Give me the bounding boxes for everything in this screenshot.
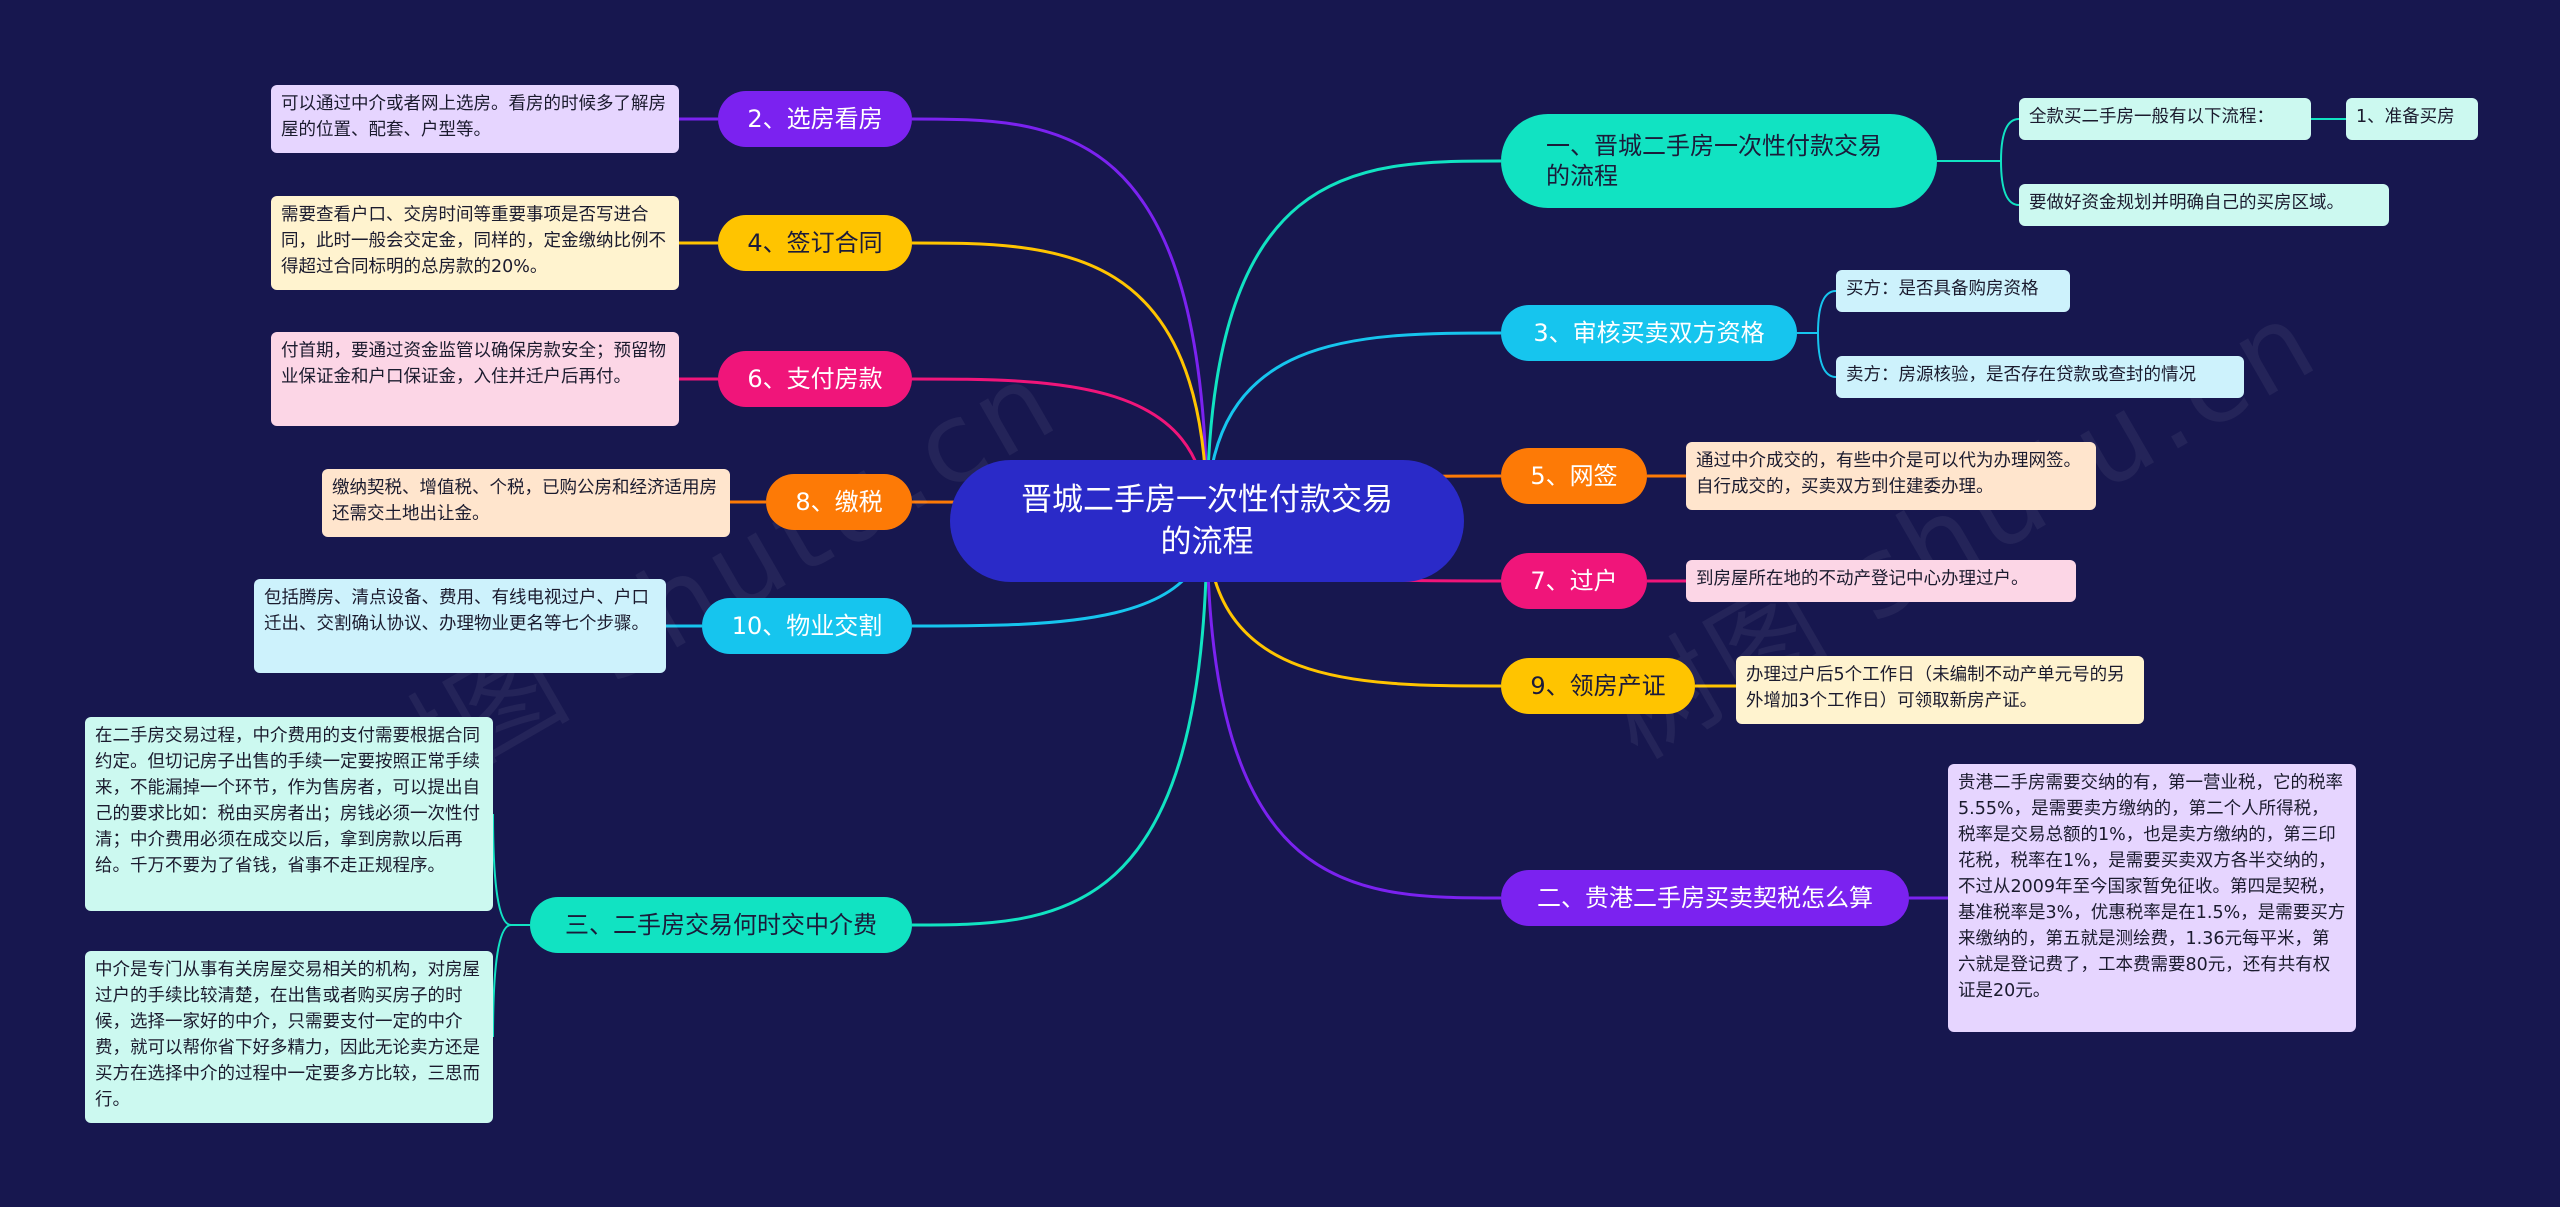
note-tax: 缴纳契税、增值税、个税，已购公房和经济适用房还需交土地出让金。 bbox=[322, 469, 730, 537]
note-pay: 付首期，要通过资金监管以确保房款安全；预留物业保证金和户口保证金，入住并迁户后再… bbox=[271, 332, 679, 426]
note-guigang-tax: 贵港二手房需要交纳的有，第一营业税，它的税率5.55%，是需要卖方缴纳的，第二个… bbox=[1948, 764, 2356, 1032]
branch-label: 二、贵港二手房买卖契税怎么算 bbox=[1537, 884, 1873, 912]
branch-label: 三、二手房交易何时交中介费 bbox=[565, 911, 877, 939]
note-certificate: 办理过户后5个工作日（未编制不动产单元号的另外增加3个工作日）可领取新房产证。 bbox=[1736, 656, 2144, 724]
note-agency-fee-1: 在二手房交易过程，中介费用的支付需要根据合同约定。但切记房子出售的手续一定要按照… bbox=[85, 717, 493, 911]
note-process-plan: 要做好资金规划并明确自己的买房区域。 bbox=[2019, 184, 2389, 226]
branch-6-pay[interactable]: 6、支付房款 bbox=[718, 351, 912, 407]
branch-10-handover[interactable]: 10、物业交割 bbox=[702, 598, 912, 654]
note-online-sign: 通过中介成交的，有些中介是可以代为办理网签。自行成交的，买卖双方到住建委办理。 bbox=[1686, 442, 2096, 510]
note-text: 包括腾房、清点设备、费用、有线电视过户、户口迁出、交割确认协议、办理物业更名等七… bbox=[264, 588, 649, 634]
note-text: 中介是专门从事有关房屋交易相关的机构，对房屋过户的手续比较清楚，在出售或者购买房… bbox=[95, 960, 480, 1110]
branch-label: 9、领房产证 bbox=[1530, 672, 1666, 700]
branch-link bbox=[1205, 159, 1502, 522]
branch-label: 2、选房看房 bbox=[747, 105, 883, 133]
branch-3-verify[interactable]: 3、审核买卖双方资格 bbox=[1501, 305, 1797, 361]
note-agency-fee-2: 中介是专门从事有关房屋交易相关的机构，对房屋过户的手续比较清楚，在出售或者购买房… bbox=[85, 951, 493, 1123]
branch-label: 7、过户 bbox=[1530, 567, 1618, 595]
note-seller: 卖方：房源核验，是否存在贷款或查封的情况 bbox=[1836, 356, 2244, 398]
branch-7-transfer[interactable]: 7、过户 bbox=[1501, 553, 1647, 609]
note-text: 需要查看户口、交房时间等重要事项是否写进合同，此时一般会交定金，同样的，定金缴纳… bbox=[281, 205, 666, 277]
note-text: 办理过户后5个工作日（未编制不动产单元号的另外增加3个工作日）可领取新房产证。 bbox=[1746, 665, 2125, 711]
note-text: 要做好资金规划并明确自己的买房区域。 bbox=[2029, 193, 2344, 213]
note-sign-contract: 需要查看户口、交房时间等重要事项是否写进合同，此时一般会交定金，同样的，定金缴纳… bbox=[271, 196, 679, 290]
note-text: 到房屋所在地的不动产登记中心办理过户。 bbox=[1696, 569, 2029, 589]
branch-link bbox=[911, 241, 1209, 522]
branch-label: 4、签订合同 bbox=[747, 229, 883, 257]
note-link bbox=[1937, 160, 2020, 206]
branch-label: 8、缴税 bbox=[795, 488, 883, 516]
note-text: 在二手房交易过程，中介费用的支付需要根据合同约定。但切记房子出售的手续一定要按照… bbox=[95, 726, 480, 876]
note-link bbox=[492, 924, 530, 1038]
branch-link bbox=[911, 520, 1209, 927]
note-link bbox=[1937, 118, 2020, 162]
branch-4-sign-contract[interactable]: 4、签订合同 bbox=[718, 215, 912, 271]
branch-label: 一、晋城二手房一次性付款交易的流程 bbox=[1546, 132, 1882, 190]
root-topic[interactable]: 晋城二手房一次性付款交易的流程 bbox=[950, 460, 1464, 582]
branch-label: 10、物业交割 bbox=[731, 612, 883, 640]
branch-9-certificate[interactable]: 9、领房产证 bbox=[1501, 658, 1695, 714]
note-handover: 包括腾房、清点设备、费用、有线电视过户、户口迁出、交割确认协议、办理物业更名等七… bbox=[254, 579, 666, 673]
note-text: 付首期，要通过资金监管以确保房款安全；预留物业保证金和户口保证金，入住并迁户后再… bbox=[281, 341, 666, 387]
note-link bbox=[1797, 290, 1837, 334]
note-link bbox=[1797, 332, 1837, 378]
note-text: 买方：是否具备购房资格 bbox=[1846, 279, 2039, 299]
branch-label: 5、网签 bbox=[1530, 462, 1618, 490]
branch-5-online-sign[interactable]: 5、网签 bbox=[1501, 448, 1647, 504]
note-text: 1、准备买房 bbox=[2356, 107, 2455, 127]
note-text: 贵港二手房需要交纳的有，第一营业税，它的税率5.55%，是需要卖方缴纳的，第二个… bbox=[1958, 773, 2346, 1001]
sub-prepare-buy: 1、准备买房 bbox=[2346, 98, 2478, 140]
note-process-intro: 全款买二手房一般有以下流程： bbox=[2019, 98, 2311, 140]
note-text: 通过中介成交的，有些中介是可以代为办理网签。自行成交的，买卖双方到住建委办理。 bbox=[1696, 451, 2081, 497]
branch-label: 6、支付房款 bbox=[747, 365, 883, 393]
branch-link bbox=[911, 117, 1209, 522]
note-select-house: 可以通过中介或者网上选房。看房的时候多了解房屋的位置、配套、户型等。 bbox=[271, 85, 679, 153]
branch-guigang-tax[interactable]: 二、贵港二手房买卖契税怎么算 bbox=[1501, 870, 1909, 926]
note-text: 全款买二手房一般有以下流程： bbox=[2029, 107, 2274, 127]
branch-agency-fee[interactable]: 三、二手房交易何时交中介费 bbox=[530, 897, 912, 953]
branch-link bbox=[1205, 331, 1502, 522]
branch-link bbox=[1205, 520, 1502, 900]
note-transfer: 到房屋所在地的不动产登记中心办理过户。 bbox=[1686, 560, 2076, 602]
branch-1-process[interactable]: 一、晋城二手房一次性付款交易的流程 bbox=[1501, 114, 1937, 208]
branch-label: 3、审核买卖双方资格 bbox=[1533, 319, 1765, 347]
note-text: 可以通过中介或者网上选房。看房的时候多了解房屋的位置、配套、户型等。 bbox=[281, 94, 666, 140]
note-text: 缴纳契税、增值税、个税，已购公房和经济适用房还需交土地出让金。 bbox=[332, 478, 717, 524]
root-topic-label: 晋城二手房一次性付款交易的流程 bbox=[1021, 482, 1393, 560]
note-link bbox=[492, 813, 530, 926]
branch-8-tax[interactable]: 8、缴税 bbox=[766, 474, 912, 530]
branch-2-select-house[interactable]: 2、选房看房 bbox=[718, 91, 912, 147]
note-buyer: 买方：是否具备购房资格 bbox=[1836, 270, 2070, 312]
note-text: 卖方：房源核验，是否存在贷款或查封的情况 bbox=[1846, 365, 2196, 385]
